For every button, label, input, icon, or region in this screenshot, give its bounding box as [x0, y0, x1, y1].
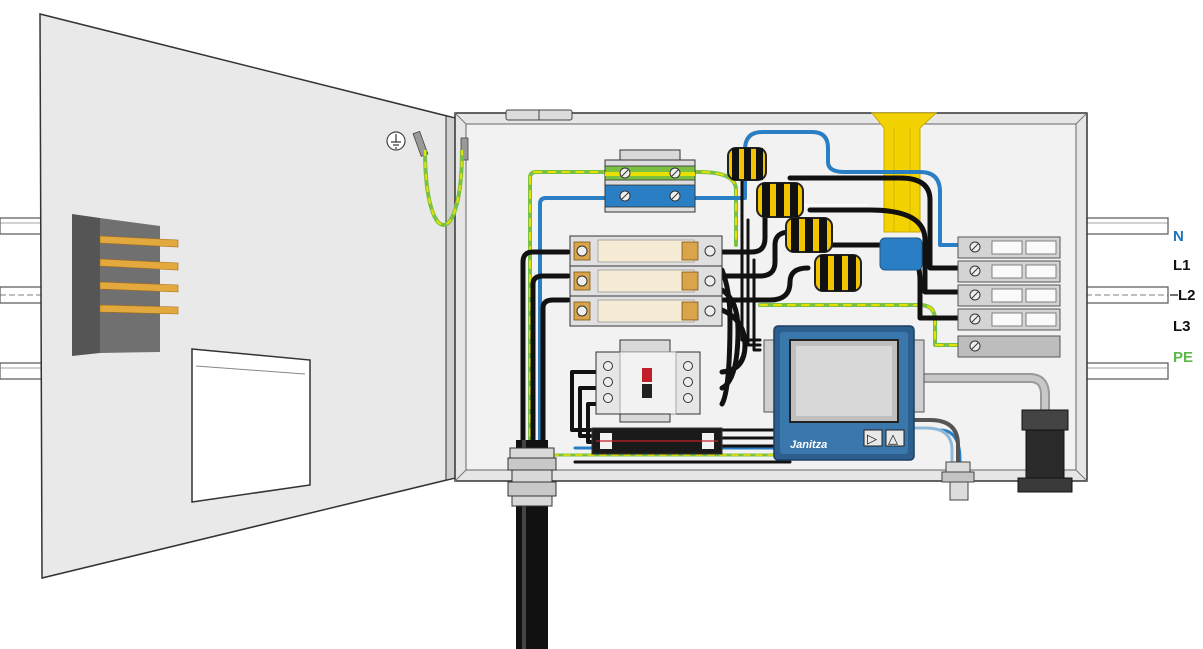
- signal-terminal-strip: [591, 427, 723, 455]
- power-analyzer-device: Janitza ▷ △: [763, 325, 925, 461]
- door-earth-bond-cable: [423, 149, 464, 227]
- fuse-holder-l2: [569, 265, 723, 297]
- wiring: [520, 130, 1050, 480]
- current-transformer-4: [814, 254, 862, 292]
- meter-right-button[interactable]: ▷: [863, 429, 883, 447]
- current-transformer-2: [756, 182, 804, 218]
- measurement-connector-plug: [1017, 409, 1073, 493]
- circuit-breaker: [595, 339, 701, 423]
- arrow-up-icon: △: [888, 431, 898, 446]
- earth-ground-icon: [386, 131, 406, 151]
- current-transformer-3: [785, 217, 833, 253]
- meter-brand: Janitza: [790, 439, 827, 451]
- fuse-holder-l3: [569, 295, 723, 327]
- meter-up-button[interactable]: △: [885, 429, 905, 447]
- label-neutral: N: [1173, 228, 1184, 245]
- incoming-main-cable: [507, 440, 557, 649]
- cable-gland: [507, 447, 557, 507]
- label-l2: L2: [1178, 287, 1196, 304]
- cabinet-door: [39, 13, 456, 579]
- line-labels: N L1 L2 L3 PE: [1170, 228, 1196, 366]
- junction-box: [879, 237, 923, 271]
- communication-connector: [941, 461, 975, 501]
- door-document-pocket: [191, 348, 311, 503]
- door-busbar-comb: [72, 214, 179, 356]
- fuse-holder-l1: [569, 235, 723, 267]
- label-l3: L3: [1173, 318, 1191, 335]
- label-pe: PE: [1173, 349, 1193, 366]
- label-l1: L1: [1173, 257, 1191, 274]
- current-transformer-1: [727, 147, 767, 181]
- neutral-earth-terminal-block: [604, 149, 696, 213]
- arrow-right-icon: ▷: [867, 431, 877, 446]
- outgoing-terminal-block: [957, 236, 1061, 358]
